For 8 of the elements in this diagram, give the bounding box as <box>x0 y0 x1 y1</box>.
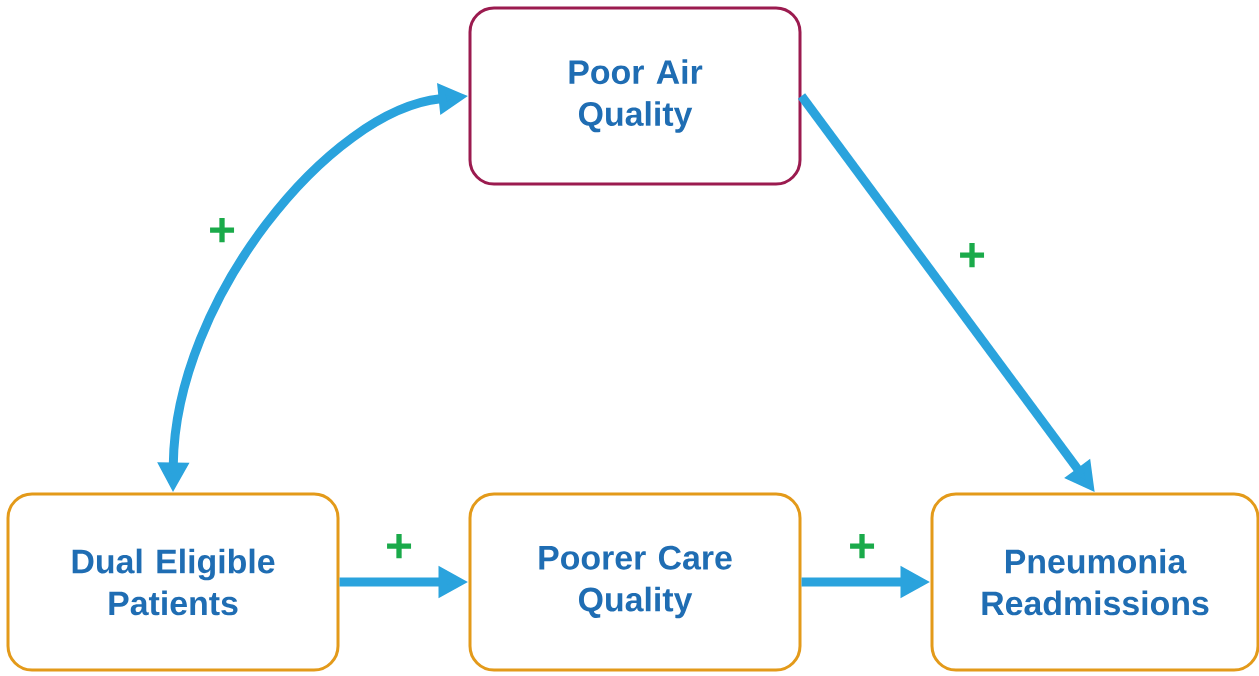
process-box: Poor Air Quality <box>468 6 802 186</box>
process-box: Dual Eligible Patients <box>6 492 340 672</box>
edge-label: + <box>207 216 237 247</box>
edge-label: + <box>847 532 877 563</box>
process-box: Poorer Care Quality <box>468 492 802 672</box>
edge-label: + <box>384 532 414 563</box>
process-box: Pneumonia Readmissions <box>930 492 1259 672</box>
edge-label: + <box>957 241 987 272</box>
